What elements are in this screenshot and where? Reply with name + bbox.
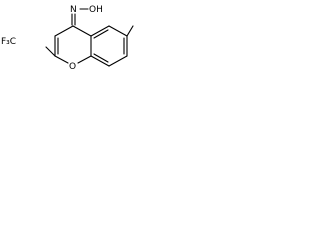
oxime-oh-label: OH [89,5,103,15]
bond-c8-c8a-double [93,53,109,63]
bond-c4-c3 [54,25,74,37]
bond-c5-c6 [108,25,128,37]
cf3-label: F₃C [1,37,16,47]
molecule-structure: N OH O F₃C [1,5,134,72]
bond-c4a-c5-double [93,29,109,39]
bond-c8-c8a [90,55,110,67]
cf3-group: F₃C [1,37,56,57]
bond-c2-o1 [54,55,69,64]
bond-c6-methyl [126,25,134,37]
bond-c4a-c5 [90,25,110,37]
pyran-ring: O [54,25,92,72]
ring-o-label: O [69,62,76,72]
oxime-group: N OH [70,5,103,26]
bond-c4-c4a [72,25,92,37]
oxime-n-label: N [70,5,77,15]
benzene-ring [90,25,134,67]
bond-c2-cf3 [45,46,56,57]
bond-o1-c8a [77,55,92,64]
bond-c7-c8 [108,55,128,67]
